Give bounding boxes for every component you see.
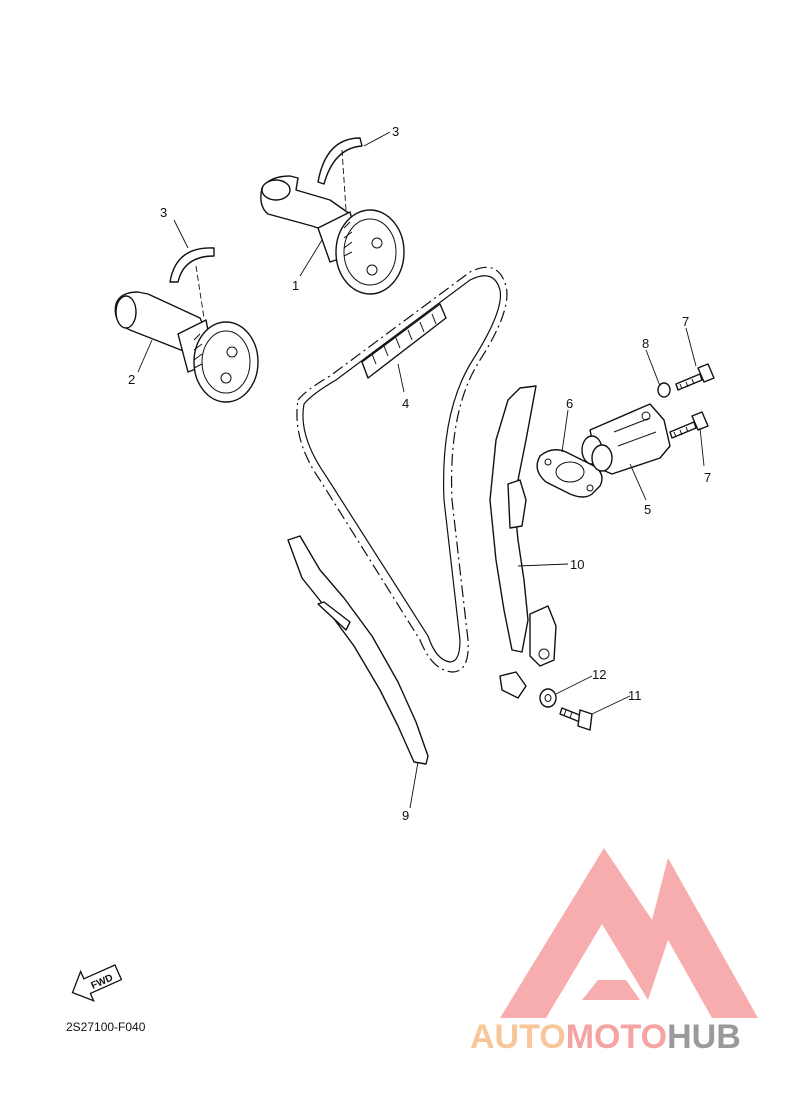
watermark-brand-moto: MOTO [565,1018,668,1056]
tensioner-bolt-lower [669,411,709,439]
watermark-brand-hub: HUB [667,1018,741,1056]
callout-5: 5 [644,502,651,517]
tensioner-bolt-upper [675,363,715,391]
callout-3-lower: 3 [160,205,167,220]
tensioner-assembly [581,403,671,475]
camshaft-intake [114,291,259,403]
callout-4: 4 [402,396,409,411]
fwd-arrow-icon: FWD [71,964,123,1002]
tensioner-guide [489,385,557,699]
guide-bolt [559,707,593,731]
diagram-code: 2S27100-F040 [66,1020,146,1034]
timing-chain [296,266,508,673]
chain-guide-tab [317,601,351,631]
callout-1: 1 [292,278,299,293]
watermark-brand-auto: AUTO [470,1018,566,1056]
leader-lines [137,131,705,809]
tensioner-gasket [536,449,603,498]
guide-washer [539,688,557,708]
callout-10: 10 [570,557,584,572]
callout-7-upper: 7 [682,314,689,329]
watermark-logo [500,848,758,1018]
callout-3-upper: 3 [392,124,399,139]
watermark-brand: AUTOMOTOHUB [470,1018,741,1057]
callout-11: 11 [628,688,642,703]
callout-9: 9 [402,808,409,823]
callout-8: 8 [642,336,649,351]
chain-guide [287,535,429,765]
callout-7-lower: 7 [704,470,711,485]
washer [657,382,671,398]
cam-clip-lower [169,247,215,283]
camshaft-exhaust [260,175,405,295]
callout-2: 2 [128,372,135,387]
callout-6: 6 [566,396,573,411]
cam-clip-upper [317,137,363,185]
callout-12: 12 [592,667,606,682]
